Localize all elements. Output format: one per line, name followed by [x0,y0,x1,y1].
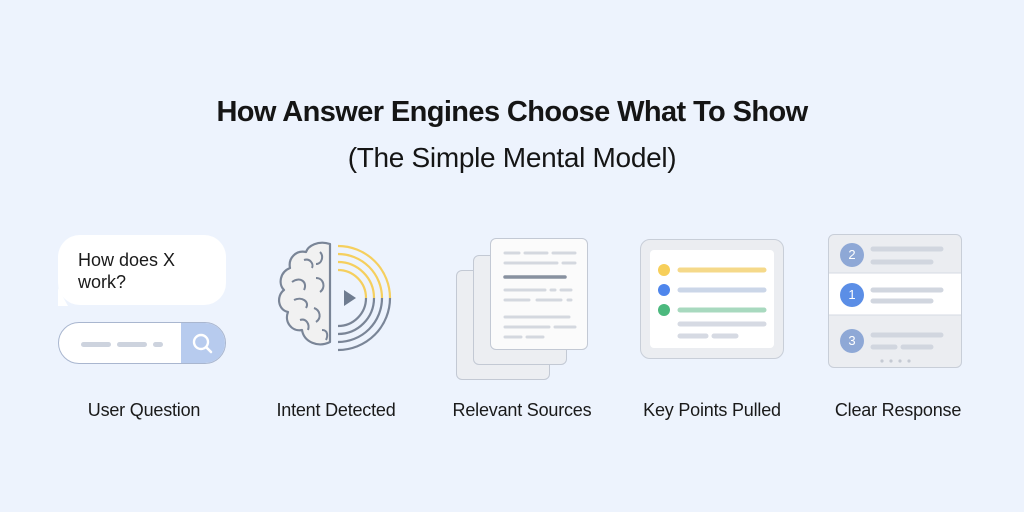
ranked-results-card: 2 1 3 [828,234,962,368]
highlighted-list-icon [658,264,767,339]
page-title: How Answer Engines Choose What To Show [216,96,808,128]
key-points-frame [640,239,784,359]
search-placeholder-dash [153,342,163,347]
search-placeholder-dash [117,342,147,347]
chat-bubble: How does X work? [58,235,226,305]
search-bar [58,322,226,364]
step-label: Clear Response [834,400,962,420]
key-points-panel [650,250,774,348]
brain-signal-icon [278,241,392,352]
document-front [490,238,588,350]
rank-badge: 2 [848,247,856,262]
step-label: Intent Detected [276,400,396,420]
play-icon [344,290,356,306]
chat-bubble-tail [58,288,68,306]
document-lines-icon [503,251,577,339]
rank-badge: 1 [848,287,856,302]
rank-badge: 3 [848,333,856,348]
bubble-text: How does X work? [78,250,176,292]
search-button [181,323,225,363]
ranked-results-icon [829,243,961,363]
step-label: Relevant Sources [452,400,592,420]
page-subtitle: (The Simple Mental Model) [347,142,677,173]
search-placeholder-dash [81,342,111,347]
search-icon [192,333,213,354]
step-label: Key Points Pulled [643,400,781,420]
step-label: User Question [87,400,201,420]
